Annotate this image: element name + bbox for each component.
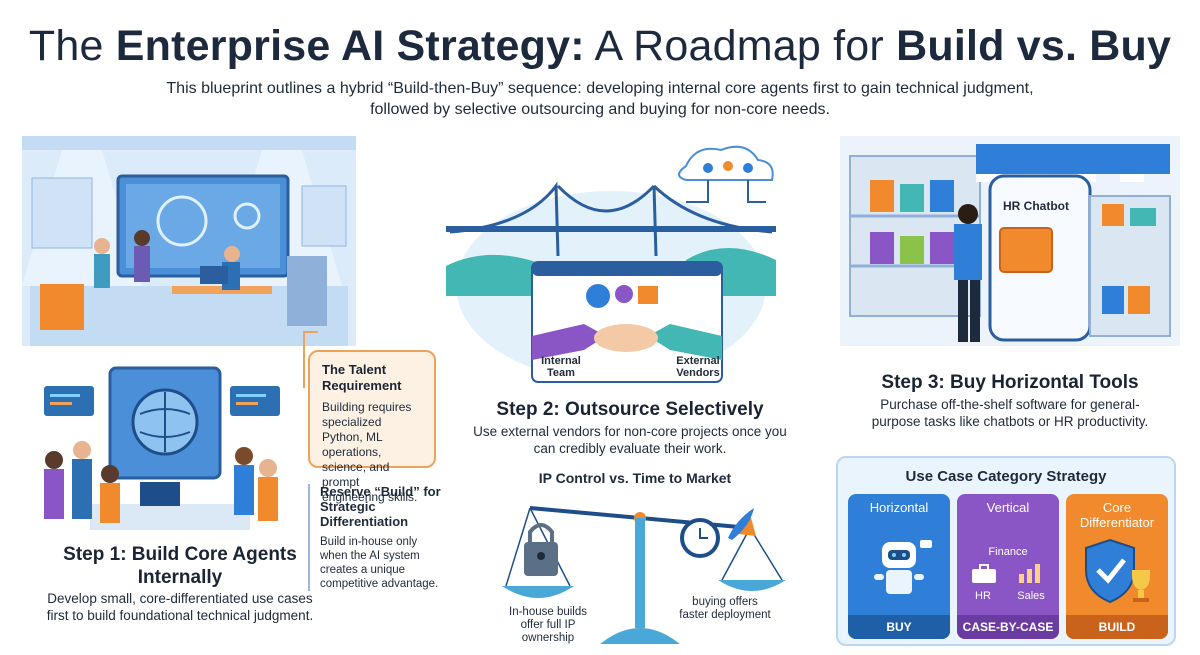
finance-label: Finance — [988, 546, 1028, 558]
horizontal-card-title: Horizontal — [869, 500, 929, 515]
shield-trophy-icon — [1085, 538, 1150, 604]
bridge-handshake-illustration — [446, 145, 776, 383]
step3-description: Purchase off-the-shelf software for gene… — [871, 397, 1149, 429]
horizontal-card-action: BUY — [848, 615, 950, 639]
vertical-card: Vertical Finance HR Sales CASE-BY-CASE — [957, 494, 1059, 639]
scale-left-label: In-house builds offer full IP ownership — [509, 606, 587, 644]
talent-requirement-callout: The Talent Requirement Building requires… — [308, 350, 436, 504]
growth-chart-icon — [1019, 564, 1040, 583]
scale-title: IP Control vs. Time to Market — [538, 470, 732, 486]
callout-connector — [303, 331, 318, 388]
horizontal-card: Horizontal BUY — [848, 494, 950, 639]
sales-label: Sales — [1017, 590, 1045, 602]
talent-text: Building requires specialized Python, ML… — [322, 400, 418, 504]
vertical-card-title: Vertical — [986, 500, 1030, 515]
scale-illustration — [502, 506, 786, 644]
step2-heading: Step 2: Outsource Selectively — [496, 399, 764, 420]
hr-chatbot-label: HR Chatbot — [1003, 199, 1069, 213]
robot-icon — [874, 540, 932, 594]
reserve-text: Build in-house only when the AI system c… — [320, 536, 439, 590]
core-card-title: Core Differentiator — [1079, 500, 1155, 530]
step3-heading: Step 3: Buy Horizontal Tools — [881, 372, 1139, 393]
core-differentiator-card: Core Differentiator BUILD — [1066, 494, 1168, 639]
ai-lab-illustration — [22, 136, 356, 346]
core-card-action: BUILD — [1066, 615, 1168, 639]
scale-right-label: buying offers faster deployment — [679, 596, 771, 621]
step1-description: Develop small, core-differentiated use c… — [46, 591, 314, 623]
page-title: The Enterprise AI Strategy: A Roadmap fo… — [28, 22, 1172, 70]
step1-heading: Step 1: Build Core Agents Internally — [63, 544, 297, 588]
internal-team-label: Internal Team — [541, 355, 581, 379]
hr-label: HR — [975, 590, 991, 602]
use-case-title: Use Case Category Strategy — [905, 468, 1107, 485]
software-store-illustration — [840, 136, 1180, 346]
external-vendors-label: External Vendors — [676, 355, 720, 379]
talent-title: The Talent Requirement — [322, 362, 402, 393]
briefcase-icon — [972, 564, 996, 583]
vertical-card-action: CASE-BY-CASE — [957, 615, 1059, 639]
reserve-build-note: Reserve “Build” for Strategic Differenti… — [308, 484, 444, 591]
step2-description: Use external vendors for non-core projec… — [473, 424, 787, 456]
reserve-title: Reserve “Build” for Strategic Differenti… — [320, 484, 441, 529]
use-case-strategy-panel: Use Case Category Strategy Horizontal BU… — [836, 456, 1176, 646]
page-subtitle: This blueprint outlines a hybrid “Build-… — [166, 80, 1034, 118]
team-brain-illustration — [44, 366, 280, 530]
